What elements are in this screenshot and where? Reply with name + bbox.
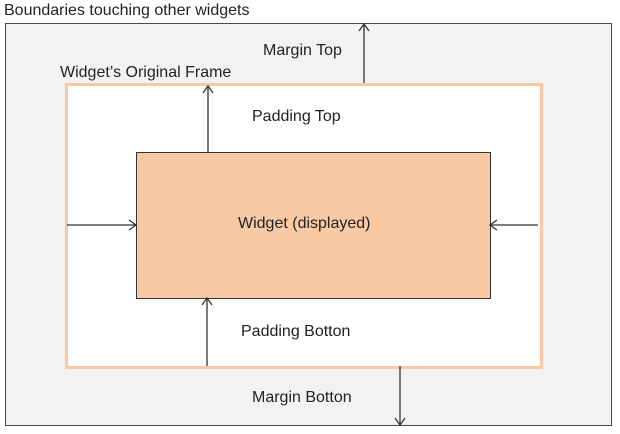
original-frame-label: Widget’s Original Frame xyxy=(60,64,232,81)
boundaries-label: Boundaries touching other widgets xyxy=(4,2,250,19)
margin-bottom-label: Margin Botton xyxy=(252,389,352,406)
padding-top-label: Padding Top xyxy=(252,108,341,125)
widget-box xyxy=(136,152,491,299)
padding-bottom-label: Padding Botton xyxy=(241,323,351,340)
margin-top-label: Margin Top xyxy=(263,42,342,59)
widget-label: Widget (displayed) xyxy=(238,215,371,232)
